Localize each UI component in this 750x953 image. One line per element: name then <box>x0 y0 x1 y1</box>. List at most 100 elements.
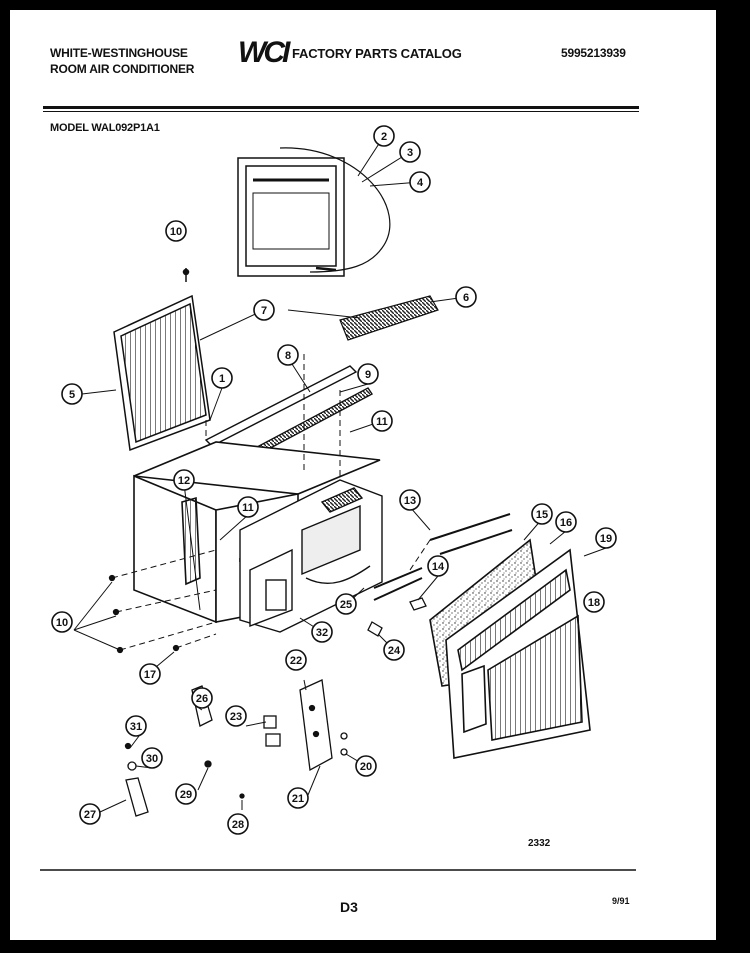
callout-16: 16 <box>555 511 577 533</box>
page-code: D3 <box>340 899 358 915</box>
callout-label: 21 <box>292 793 304 805</box>
callout-circle <box>61 383 83 405</box>
issue-date: 9/91 <box>612 896 630 906</box>
callout-18: 18 <box>583 591 605 613</box>
callout-label: 24 <box>388 645 401 657</box>
callout-circle <box>277 344 299 366</box>
callout-label: 8 <box>285 350 291 362</box>
callout-label: 28 <box>232 819 244 831</box>
callout-19: 19 <box>595 527 617 549</box>
callout-10: 10 <box>165 220 187 242</box>
callout-label: 29 <box>180 789 192 801</box>
callout-label: 9 <box>365 369 371 381</box>
dashed-leaders <box>111 354 431 651</box>
callout-1: 1 <box>211 367 233 389</box>
callout-label: 11 <box>376 416 388 428</box>
callout-label: 26 <box>196 693 208 705</box>
callout-label: 14 <box>432 561 445 573</box>
callout-26: 26 <box>191 687 213 709</box>
callout-label: 10 <box>170 226 182 238</box>
callout-label: 2 <box>381 131 387 143</box>
callout-17: 17 <box>139 663 161 685</box>
callout-21: 21 <box>287 787 309 809</box>
callout-label: 19 <box>600 533 612 545</box>
exploded-parts-diagram: 2341067819511121113151619181425103224172… <box>40 125 636 915</box>
callout-circle <box>455 286 477 308</box>
callout-3: 3 <box>399 141 421 163</box>
foam-strip-6 <box>339 295 439 341</box>
callout-label: 22 <box>290 655 302 667</box>
callout-circle <box>211 367 233 389</box>
callout-circle <box>383 639 405 661</box>
callout-circle <box>225 705 247 727</box>
callout-label: 17 <box>144 669 156 681</box>
callout-circle <box>253 299 275 321</box>
callout-circle <box>399 141 421 163</box>
callout-30: 30 <box>141 747 163 769</box>
callout-circle <box>139 663 161 685</box>
model-label: MODEL WAL092P1A1 <box>50 122 160 134</box>
callout-11: 11 <box>371 410 393 432</box>
callout-circle <box>287 787 309 809</box>
callout-label: 7 <box>261 305 267 317</box>
callout-4: 4 <box>409 171 431 193</box>
brand-line-1: WHITE-WESTINGHOUSE <box>50 46 188 60</box>
callout-label: 27 <box>84 809 96 821</box>
callout-circle <box>583 591 605 613</box>
callout-22: 22 <box>285 649 307 671</box>
callout-circle <box>427 555 449 577</box>
wci-logo: WCI <box>238 36 290 69</box>
callout-6: 6 <box>455 286 477 308</box>
callout-circle <box>399 489 421 511</box>
callout-27: 27 <box>79 803 101 825</box>
callout-circle <box>125 715 147 737</box>
callout-2: 2 <box>373 125 395 147</box>
callout-13: 13 <box>399 489 421 511</box>
callout-circle <box>237 496 259 518</box>
callout-circle <box>173 469 195 491</box>
callout-label: 13 <box>404 495 416 507</box>
catalog-title: FACTORY PARTS CATALOG <box>292 46 462 61</box>
callout-29: 29 <box>175 783 197 805</box>
callout-circle <box>355 755 377 777</box>
drawing-number: 2332 <box>528 838 551 849</box>
callout-10: 10 <box>51 611 73 633</box>
callout-label: 15 <box>536 509 548 521</box>
callout-circle <box>165 220 187 242</box>
catalog-sheet: WHITE-WESTINGHOUSE ROOM AIR CONDITIONER … <box>10 10 716 940</box>
callout-label: 25 <box>340 599 352 611</box>
callout-20: 20 <box>355 755 377 777</box>
callout-circle <box>595 527 617 549</box>
callout-8: 8 <box>277 344 299 366</box>
callout-label: 23 <box>230 711 242 723</box>
callout-label: 16 <box>560 517 572 529</box>
callout-15: 15 <box>531 503 553 525</box>
callout-circle <box>357 363 379 385</box>
callout-24: 24 <box>383 639 405 661</box>
callout-label: 32 <box>316 627 328 639</box>
callout-label: 3 <box>407 147 413 159</box>
callout-circle <box>555 511 577 533</box>
callout-12: 12 <box>173 469 195 491</box>
callout-25: 25 <box>335 593 357 615</box>
callout-32: 32 <box>311 621 333 643</box>
brand-line-2: ROOM AIR CONDITIONER <box>50 62 195 76</box>
catalog-number: 5995213939 <box>561 46 626 60</box>
header-rule-thin <box>43 111 639 112</box>
callout-5: 5 <box>61 383 83 405</box>
callout-circle <box>531 503 553 525</box>
callout-label: 31 <box>130 721 142 733</box>
header-rule-thick <box>43 106 639 109</box>
callout-14: 14 <box>427 555 449 577</box>
callout-label: 20 <box>360 761 372 773</box>
callout-label: 11 <box>242 502 254 514</box>
callout-circle <box>141 747 163 769</box>
callout-label: 5 <box>69 389 75 401</box>
callout-leader-lines <box>73 135 607 813</box>
callout-label: 18 <box>588 597 600 609</box>
callout-circle <box>79 803 101 825</box>
louver-13 <box>373 513 513 601</box>
callout-11: 11 <box>237 496 259 518</box>
callout-28: 28 <box>227 813 249 835</box>
